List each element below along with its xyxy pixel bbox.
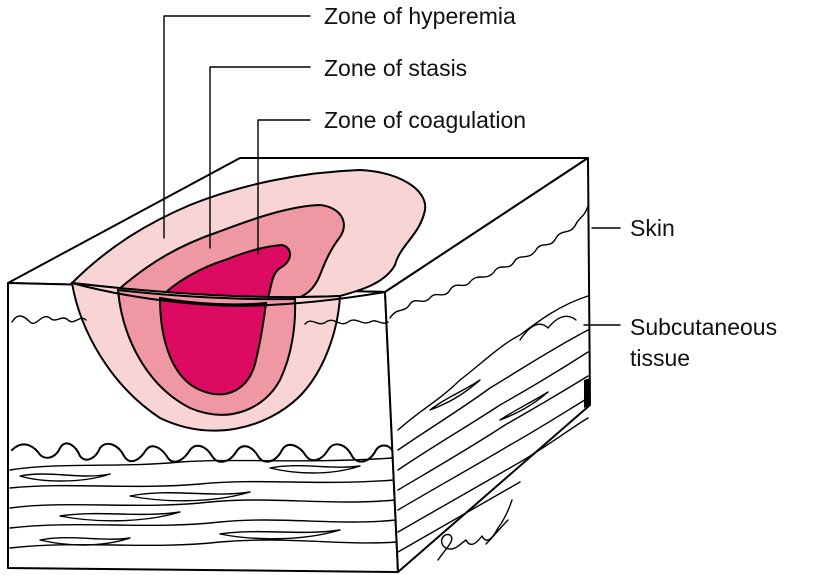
label-skin: Skin <box>630 215 675 241</box>
subcutaneous-fibers-right <box>397 295 589 553</box>
epidermis-front-line <box>11 315 389 325</box>
zone-coagulation-section <box>158 296 268 396</box>
epidermis-right-line <box>389 205 589 319</box>
subcutaneous-fibers-front <box>9 457 398 549</box>
label-zone-coagulation: Zone of coagulation <box>324 107 526 133</box>
burn-surface-line <box>71 282 386 307</box>
label-subcutaneous-line2: tissue <box>630 345 690 371</box>
label-zone-stasis: Zone of stasis <box>324 55 467 81</box>
label-zone-hyperemia: Zone of hyperemia <box>324 3 516 29</box>
artist-signature <box>437 499 513 561</box>
right-face-edge-shadow <box>584 378 590 408</box>
leader-hyperemia <box>163 15 311 239</box>
dermis-boundary-front <box>11 442 393 463</box>
leader-stasis <box>209 66 311 249</box>
leader-coagulation <box>257 119 311 255</box>
leader-lines <box>163 15 621 326</box>
label-subcutaneous-line1: Subcutaneous <box>630 314 777 340</box>
